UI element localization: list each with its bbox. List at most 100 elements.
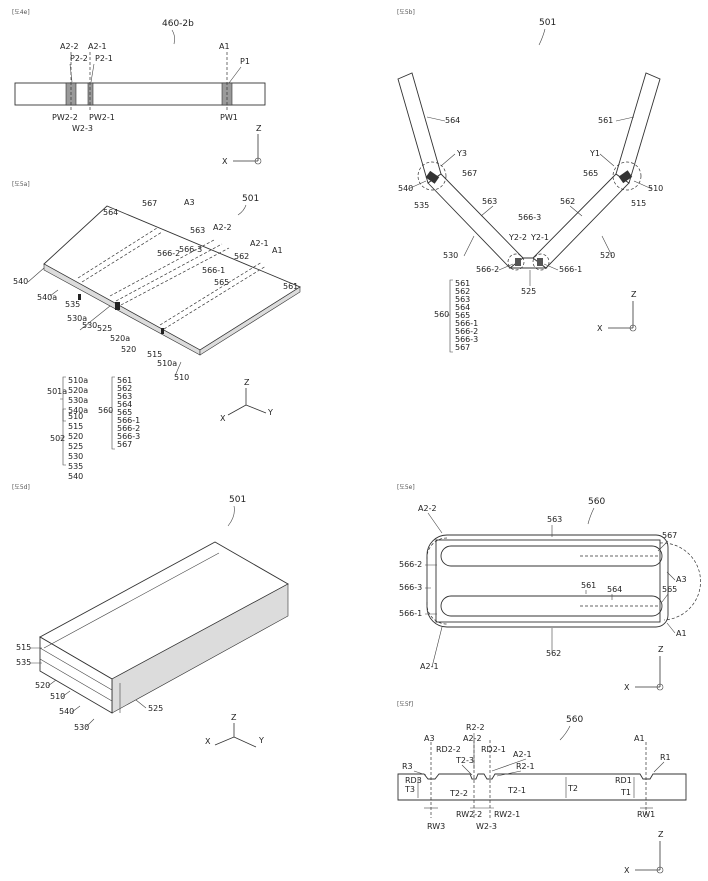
fig5b-legend-564: 564: [455, 303, 470, 312]
fig5e-dash-corner-r: [659, 542, 701, 621]
fig5a-legend-501a: 501a: [47, 387, 67, 396]
fig5b-legend-565: 565: [455, 311, 470, 320]
fig5a-label-540: 540: [13, 277, 28, 286]
fig4e-label-pw2-1: PW2-1: [89, 113, 115, 122]
fig5b-plate-510: [615, 72, 661, 184]
fig5b-hinge-566-1: [537, 258, 543, 266]
fig4e-header: [도4e]: [12, 9, 30, 16]
fig5d-axes: Z X Y: [205, 713, 264, 748]
fig5a-legend-right: 560 561 562 563 564 565 566-1 566-2 566-…: [98, 376, 140, 450]
fig5a-label-a1: A1: [272, 246, 283, 255]
fig5e-axes: Z X: [624, 645, 664, 692]
fig5f-leaders: [413, 733, 665, 777]
fig5f-label-r1: R1: [660, 753, 671, 762]
fig4e-ref-label: 460-2b: [162, 19, 194, 29]
fig5f-label-r2-2: R2-2: [466, 723, 485, 732]
fig5d-axis-x: X: [205, 737, 211, 746]
fig5a-hinge-535: [78, 294, 81, 300]
fig5a-label-566-3: 566-3: [179, 245, 202, 254]
fig5b-hinge-535: [425, 170, 440, 184]
fig5a-legend-510a: 510a: [68, 376, 88, 385]
fig5b-circle-y2-2: [507, 253, 525, 271]
fig5d-label-515: 515: [16, 643, 31, 652]
fig5a-legend-bracket-2: [60, 408, 66, 466]
fig5f-header: [도5f]: [397, 701, 413, 708]
fig5a-axis-x: X: [220, 414, 226, 423]
fig5a-legend-535: 535: [68, 462, 83, 471]
fig5e-label-567: 567: [662, 531, 677, 540]
fig5d-layer-line-1: [39, 647, 113, 691]
fig5b-label-566-1: 566-1: [559, 265, 582, 274]
fig5b-label-564: 564: [445, 116, 460, 125]
fig5f-label-rd2-1: RD2-1: [481, 745, 506, 754]
fig5b-axis-z: Z: [631, 290, 637, 299]
fig5b-label-520: 520: [600, 251, 615, 260]
fig5a-legend-566-3: 566-3: [117, 432, 140, 441]
fig4e-axes: Z X: [222, 124, 262, 166]
fig5a-legend-567: 567: [117, 440, 132, 449]
fig5f-label-rd2-2: RD2-2: [436, 745, 461, 754]
fig4e-axis-x: X: [222, 157, 228, 166]
fig5a-legend-561: 561: [117, 376, 132, 385]
fig5e-label-563: 563: [547, 515, 562, 524]
fig5d-label-535: 535: [16, 658, 31, 667]
fig5d-layer-line-2: [39, 658, 113, 702]
fig5d-ref-label: 501: [229, 495, 246, 505]
fig5f-label-rw1: RW1: [637, 810, 655, 819]
fig5b-label-530: 530: [443, 251, 458, 260]
fig5d-label-540: 540: [59, 707, 74, 716]
fig5f-section-profile: [397, 773, 687, 801]
figure-4e: [도4e] 460-2b A2-2 A2-1 P2-2 P2-1 A1 P1 P…: [12, 9, 266, 166]
fig4e-label-w2-3: W2-3: [72, 124, 93, 133]
fig5a-legend-525: 525: [68, 442, 83, 451]
fig5a-label-530a: 530a: [67, 314, 87, 323]
fig5f-label-t1: T1: [620, 788, 631, 797]
fig5a-legend-540a: 540a: [68, 406, 88, 415]
fig5a-label-564: 564: [103, 208, 118, 217]
fig5f-label-rw2-1: RW2-1: [494, 810, 520, 819]
fig5b-ref-label: 501: [539, 18, 556, 28]
fig5a-label-510a: 510a: [157, 359, 177, 368]
fig5b-legend-562: 562: [455, 287, 470, 296]
fig5e-label-566-2: 566-2: [399, 560, 422, 569]
fig4e-leaders: [69, 63, 242, 84]
fig5a-label-515: 515: [147, 350, 162, 359]
fig5d-axis-y: Y: [258, 736, 264, 745]
fig5b-ref-leader: [538, 28, 546, 46]
fig5a-label-562: 562: [234, 252, 249, 261]
fig5a-label-a2-1: A2-1: [250, 239, 269, 248]
fig5a-label-520: 520: [121, 345, 136, 354]
fig5f-label-a2-1: A2-1: [513, 750, 532, 759]
fig5b-label-563: 563: [482, 197, 497, 206]
fig5d-label-520: 520: [35, 681, 50, 690]
fig5a-legend-530a: 530a: [68, 396, 88, 405]
fig5a-legend-560: 560: [98, 406, 113, 415]
fig5b-legend-563: 563: [455, 295, 470, 304]
fig4e-ref-leader: [171, 29, 175, 45]
fig5a-axes: Z X Y: [220, 378, 273, 423]
fig5a-label-567: 567: [142, 199, 157, 208]
fig4e-strip: [14, 82, 266, 106]
fig5b-label-566-2: 566-2: [476, 265, 499, 274]
fig5b-label-540: 540: [398, 184, 413, 193]
fig5f-axes: Z X: [624, 830, 664, 875]
fig5b-label-y3: Y3: [456, 149, 467, 158]
fig5e-label-562: 562: [546, 649, 561, 658]
figure-5a: [도5a] 501 564 567 A3 563 A2-2 A2-1 566-2…: [12, 181, 301, 481]
fig5a-legend-564: 564: [117, 400, 132, 409]
fig4e-label-p2-2: P2-2: [70, 54, 88, 63]
fig5a-legend-515: 515: [68, 422, 83, 431]
fig5a-label-566-2: 566-2: [157, 249, 180, 258]
fig5b-circle-y3: [417, 161, 447, 191]
fig5a-axis-z: Z: [244, 378, 250, 387]
fig5e-label-565: 565: [662, 585, 677, 594]
fig5a-label-535: 535: [65, 300, 80, 309]
fig5f-label-rw2-2: RW2-2: [456, 810, 482, 819]
fig5f-label-r3: R3: [402, 762, 413, 771]
fig5a-label-525: 525: [97, 324, 112, 333]
figure-5b: [도5b] 501 564 561 Y3 Y1 567 565 540 535 …: [397, 9, 663, 353]
fig5f-label-t3: T3: [404, 785, 415, 794]
fig5a-legend-530: 530: [68, 452, 83, 461]
fig5a-label-561: 561: [283, 282, 298, 291]
fig5b-legend: 560 561 562 563 564 565 566-1 566-2 566-…: [434, 279, 478, 353]
